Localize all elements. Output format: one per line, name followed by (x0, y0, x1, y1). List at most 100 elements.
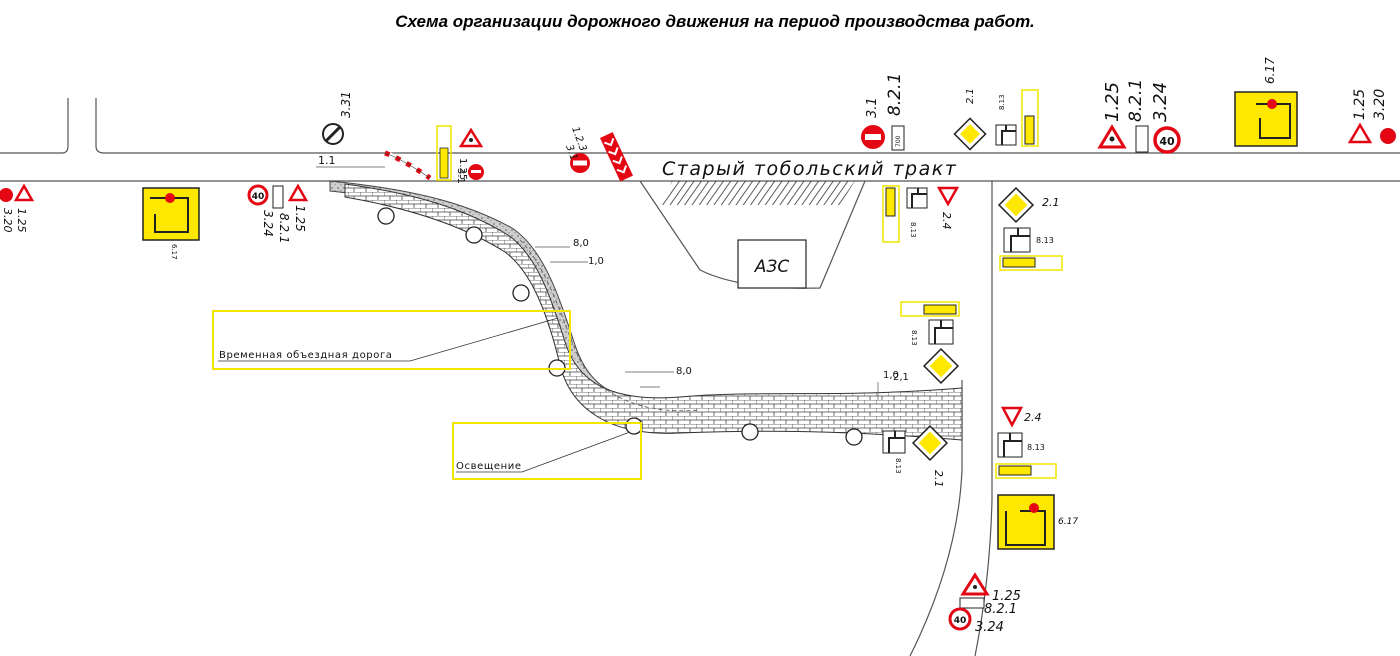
sign-code: 1.25 (15, 208, 28, 233)
distance-plate-icon (272, 185, 284, 209)
distance-plate-icon (1135, 125, 1149, 153)
yield-sign-icon (1000, 406, 1024, 428)
sign-code: 8.13 (1027, 443, 1045, 452)
direction-sign-icon (999, 255, 1063, 271)
sign-code: 8.13 (1036, 236, 1054, 245)
no-entry-sign-icon (861, 125, 885, 149)
sign-code: 8.13 (998, 94, 1006, 110)
no-entry-sign-icon (570, 153, 590, 173)
marking-1-1: 1.1 (318, 154, 336, 167)
speed-limit-sign-icon: 40 (1153, 126, 1181, 154)
sign-code: 1.25 (457, 158, 468, 180)
sign-code: 3.1 (455, 168, 466, 184)
road-layout-plate-icon (928, 319, 954, 345)
sign-cluster-barrier (436, 125, 484, 181)
main-road-sign-icon (922, 347, 960, 385)
road-layout-plate-icon (995, 124, 1017, 146)
detour-plate-icon (142, 187, 200, 241)
road-layout-plate-icon (1003, 227, 1031, 253)
sign-code: 3.1 (563, 143, 579, 162)
light-pole (741, 423, 759, 441)
main-road-sign-icon (997, 186, 1035, 224)
dimensions (535, 246, 879, 400)
distance-plate-icon (959, 597, 985, 609)
svg-text:40: 40 (954, 616, 967, 626)
sign-code: 2.4 (1024, 411, 1042, 424)
callout-lighting-label: Освещение (456, 461, 522, 472)
marking-width: 2,1 (893, 372, 909, 383)
sign-end-restrictions-icon (322, 123, 344, 145)
roadworks-sign-icon (287, 183, 309, 202)
gas-station-box (737, 239, 807, 289)
sign-code: 6.17 (1058, 517, 1078, 527)
main-road-sign-icon (911, 424, 949, 462)
marking-width: 1,0 (883, 370, 899, 381)
road-name: Старый тобольский тракт (662, 158, 957, 180)
roadworks-sign-icon (1097, 124, 1127, 149)
sign-code: 3.24 (975, 620, 1004, 635)
marking-width: 1,0 (588, 256, 604, 267)
sign-code: 2.1 (1042, 196, 1060, 209)
lighting-poles (377, 207, 863, 446)
sign-code: 3.1 (865, 97, 880, 118)
chevron-board (600, 132, 633, 182)
gas-station-area: АЗС (639, 180, 866, 289)
page-title: Схема организации дорожного движения на … (395, 12, 1035, 31)
road-layout-plate-icon (997, 432, 1023, 458)
road-layout-plate-icon (882, 430, 906, 454)
marking-width: 8,0 (676, 366, 692, 377)
speed-limit-sign-icon: 40 (247, 184, 269, 206)
direction-sign-icon (1021, 89, 1039, 147)
svg-text:700: 700 (895, 135, 902, 147)
sign-code: 3.20 (1, 208, 14, 233)
sign-code: 8.2.1 (984, 602, 1017, 617)
sign-code: 1.25 (293, 205, 307, 232)
sign-code: 3.20 (1372, 89, 1388, 120)
roadworks-sign-icon (0, 183, 35, 202)
callout-detour: Временная объездная дорога (212, 310, 571, 370)
direction-sign-icon (900, 301, 960, 317)
sign-code: 1.25 (992, 589, 1021, 604)
sign-code: 1.25 (1102, 82, 1123, 122)
svg-text:40: 40 (1159, 135, 1175, 148)
marking-width: 8,0 (573, 238, 589, 249)
sign-code: 8.13 (910, 330, 918, 346)
svg-text:40: 40 (252, 192, 265, 202)
barrier (384, 150, 432, 181)
yield-sign-icon (936, 186, 960, 207)
callout-detour-label: Временная объездная дорога (219, 350, 393, 361)
light-pole (625, 417, 643, 435)
sign-code: 8.13 (894, 458, 902, 474)
sign-code: 3.31 (339, 91, 353, 118)
callout-lighting: Освещение (452, 422, 642, 480)
sign-code: 3.24 (1150, 82, 1171, 122)
distance-plate-icon: 700 (891, 125, 905, 151)
sign-code: 3.24 (261, 210, 275, 237)
sign-code: 8.2.1 (1126, 79, 1146, 122)
direction-sign-icon (995, 463, 1057, 479)
road-layout-plate-icon (906, 187, 928, 209)
sign-code: 8.2.1 (277, 213, 291, 244)
speed-limit-sign-icon: 40 (948, 607, 972, 631)
main-road-sign-icon (953, 117, 987, 151)
roadworks-sign-icon (1347, 122, 1396, 144)
sign-code: 2.1 (932, 470, 945, 488)
main-road (0, 98, 1400, 182)
gas-station-label: АЗС (754, 257, 790, 277)
sign-code: 6.17 (1263, 57, 1277, 84)
light-pole (377, 207, 395, 225)
detour-road (329, 180, 963, 441)
side-road (909, 181, 993, 656)
sign-code: 2.1 (965, 88, 976, 104)
sign-code: 2.4 (940, 212, 953, 230)
roadworks-sign-icon (960, 572, 990, 596)
sign-code: 1.25 (1352, 89, 1368, 120)
sign-code: 6.17 (170, 244, 178, 260)
sign-code: 8.13 (909, 222, 917, 238)
detour-plate-icon (1234, 91, 1298, 147)
light-pole (845, 428, 863, 446)
detour-plate-icon (997, 494, 1055, 550)
light-pole (465, 226, 483, 244)
light-pole (512, 284, 530, 302)
